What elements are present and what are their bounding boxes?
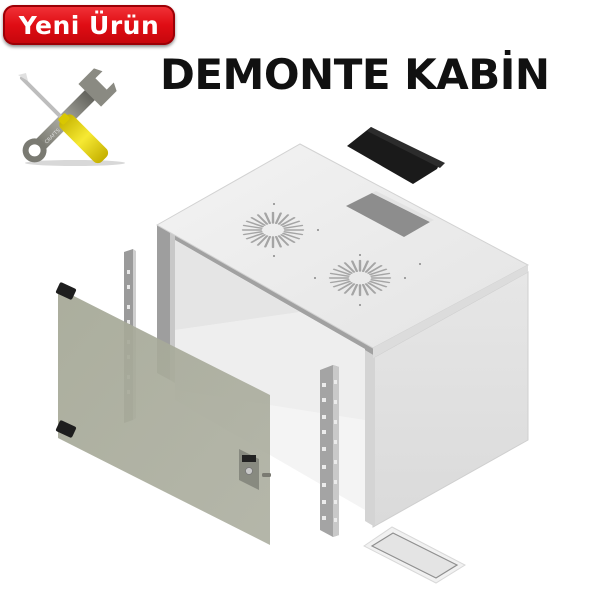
glass-front-door [55,282,271,545]
top-filter-cover [347,127,445,184]
bottom-cover-plate [363,526,467,584]
fan-vent-1 [241,211,305,249]
rack-rail-right [320,365,339,537]
new-product-label: Yeni Ürün [18,10,160,40]
page-title: DEMONTE KABİN [160,50,550,99]
door-lock [239,449,271,490]
new-product-badge: Yeni Ürün [3,5,175,45]
top-cable-slot [346,193,430,237]
door-hinge-bottom [55,420,77,438]
cabinet-body [155,143,530,528]
tools-icon: CRAFTS [18,68,125,166]
door-hinge-top [55,282,77,300]
fan-vent-2 [328,259,392,297]
